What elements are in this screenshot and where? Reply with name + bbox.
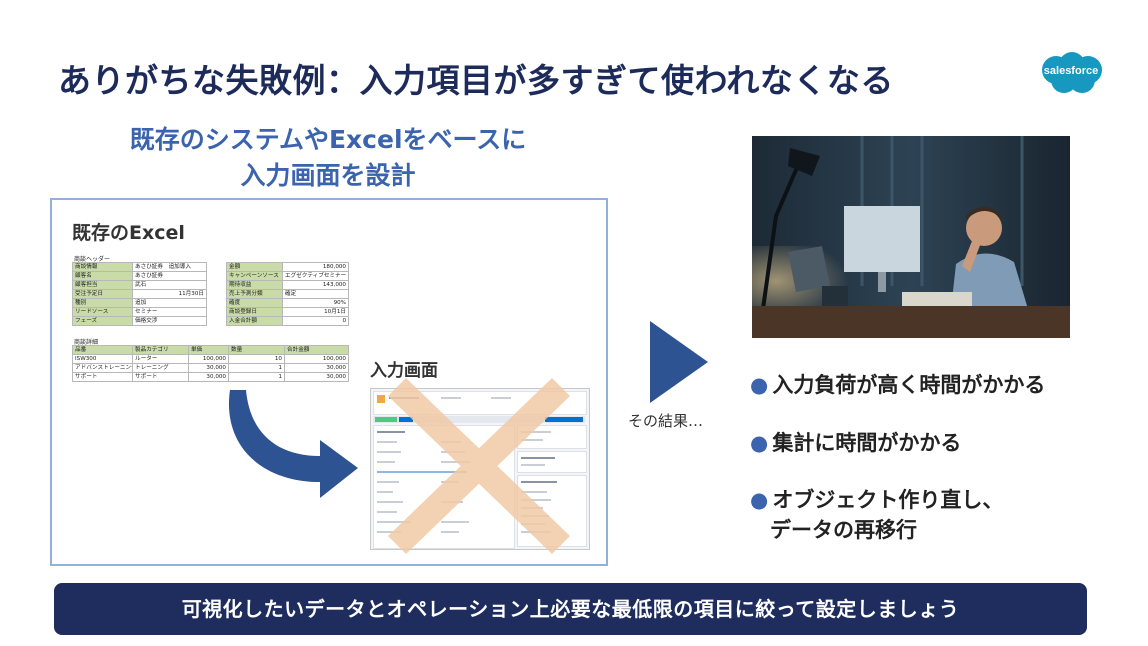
sheet-header-label: 商談ヘッダー (74, 256, 111, 263)
slide-title: ありがちな失敗例：入力項目が多すぎて使われなくなる (58, 61, 894, 100)
table-cell: 30,000 (188, 363, 229, 373)
table-cell: 単価 (188, 345, 229, 355)
table-cell: 価格交渉 (132, 316, 207, 326)
curved-arrow-icon (228, 390, 358, 498)
table-cell: 製品カテゴリ (132, 345, 189, 355)
table-cell: 商談情報 (72, 262, 133, 272)
table-cell: 品番 (72, 345, 133, 355)
cross-mark-icon (388, 378, 570, 554)
table-cell: サポート (132, 372, 189, 382)
table-cell: 30,000 (284, 363, 349, 373)
table-cell: 100,000 (188, 354, 229, 364)
table-row: リードソースセミナー (72, 307, 207, 317)
table-cell: サポート (72, 372, 133, 382)
table-cell: 1 (228, 363, 285, 373)
subtitle: 既存のシステムやExcelをベースに 入力画面を設計 (88, 122, 568, 194)
subtitle-line-1: 既存のシステムやExcelをベースに (129, 125, 527, 154)
table-cell: 確定 (282, 289, 349, 299)
mini-app-icon (377, 395, 385, 403)
sheet-detail-label: 商談詳細 (74, 339, 99, 346)
table-cell: 商談登録日 (226, 307, 283, 317)
table-cell: 90% (282, 298, 349, 308)
play-triangle-icon (650, 321, 708, 403)
salesforce-logo: salesforce (1036, 50, 1106, 96)
table-cell: 期待収益 (226, 280, 283, 290)
salesforce-cloud-logo (1042, 52, 1102, 93)
table-cell: 入金合計額 (226, 316, 283, 326)
table-cell: 追加 (132, 298, 207, 308)
table-cell: エグゼクティブセミナー (282, 271, 349, 281)
table-cell: トレーニング (132, 363, 189, 373)
table-cell: キャンペーンソース (226, 271, 283, 281)
bullet-item: ●入力負荷が高く時間がかかる (750, 373, 1046, 397)
table-cell: 10 (228, 354, 285, 364)
bullet-dot-icon: ● (750, 488, 769, 512)
table-cell: セミナー (132, 307, 207, 317)
table-cell: 10月1日 (282, 307, 349, 317)
table-cell: リードソース (72, 307, 133, 317)
table-row: フェーズ価格交渉 (72, 316, 207, 326)
table-row: 商談情報あさひ証券 追加導入 (72, 262, 207, 272)
subtitle-line-2: 入力画面を設計 (240, 161, 416, 190)
table-row: キャンペーンソースエグゼクティブセミナー (226, 271, 349, 281)
bullet-dot-icon: ● (750, 431, 769, 455)
table-cell: ISW300 (72, 354, 133, 364)
stressed-worker-photo (752, 136, 1070, 338)
table-cell: 100,000 (284, 354, 349, 364)
table-cell: 1 (228, 372, 285, 382)
table-cell: アドバンストレーニング (72, 363, 133, 373)
table-cell: 180,000 (282, 262, 349, 272)
input-screen-heading: 入力画面 (370, 361, 438, 381)
table-cell: 受注予定日 (72, 289, 133, 299)
table-cell: 顧客名 (72, 271, 133, 281)
table-cell: あさひ証券 (132, 271, 207, 281)
summary-banner: 可視化したいデータとオペレーション上必要な最低限の項目に絞って設定しましょう (54, 583, 1087, 635)
table-cell: ルーター (132, 354, 189, 364)
table-row: 売上予測分類確定 (226, 289, 349, 299)
excel-heading: 既存のExcel (72, 222, 185, 244)
table-header-row: 品番製品カテゴリ単価数量合計金額 (72, 345, 349, 355)
table-cell: 確度 (226, 298, 283, 308)
table-cell: 売上予測分類 (226, 289, 283, 299)
table-cell: あさひ証券 追加導入 (132, 262, 207, 272)
table-row: 顧客担当武石 (72, 280, 207, 290)
logo-text: salesforce (1043, 65, 1099, 77)
table-cell: 11月30日 (132, 289, 207, 299)
table-row: 顧客名あさひ証券 (72, 271, 207, 281)
table-cell: 武石 (132, 280, 207, 290)
bullet-dot-icon: ● (750, 373, 769, 397)
table-cell: 143,000 (282, 280, 349, 290)
table-cell: 数量 (228, 345, 285, 355)
table-cell: 30,000 (188, 372, 229, 382)
table-cell: 30,000 (284, 372, 349, 382)
table-row: 種別追加 (72, 298, 207, 308)
bullet-item: ●オブジェクト作り直し、 (750, 488, 1004, 512)
table-cell: 合計金額 (284, 345, 349, 355)
mini-side-panel-2 (517, 451, 587, 473)
table-cell: 顧客担当 (72, 280, 133, 290)
table-cell: 0 (282, 316, 349, 326)
table-cell: 種別 (72, 298, 133, 308)
bullet-item-continued: データの再移行 (770, 518, 917, 542)
table-cell: 金額 (226, 262, 283, 272)
result-text: その結果… (628, 412, 704, 430)
bullet-item: ●集計に時間がかかる (750, 431, 962, 455)
table-cell: フェーズ (72, 316, 133, 326)
